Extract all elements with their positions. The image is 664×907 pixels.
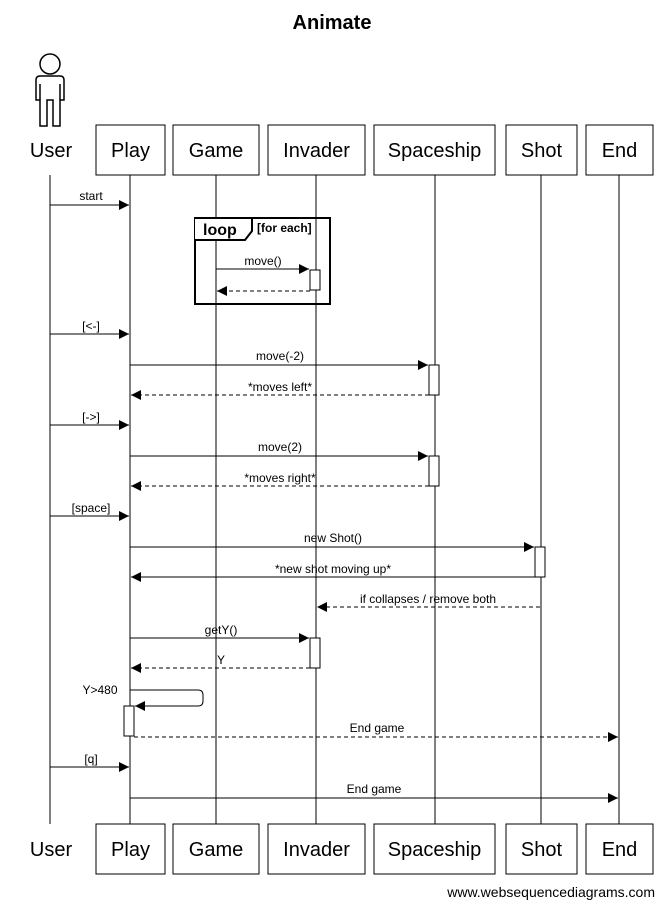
message-right-key: [->] bbox=[50, 410, 129, 430]
message-label: [q] bbox=[84, 752, 97, 766]
participant-end-bottom: End bbox=[585, 823, 654, 875]
participant-label: Shot bbox=[521, 839, 563, 861]
message-moves-right: *moves right* bbox=[131, 471, 429, 491]
activation-shot-1 bbox=[534, 546, 546, 578]
participant-label: Spaceship bbox=[388, 839, 481, 861]
participant-spaceship-top: Spaceship bbox=[373, 124, 496, 176]
credit-link[interactable]: www.websequencediagrams.com bbox=[446, 884, 655, 900]
message-label: [space] bbox=[72, 501, 111, 515]
activation-play-1 bbox=[123, 705, 135, 737]
message-end-game-2: End game bbox=[130, 782, 618, 803]
participant-invader-top: Invader bbox=[267, 124, 366, 176]
participant-label: Game bbox=[189, 839, 243, 861]
message-label: getY() bbox=[205, 623, 238, 637]
message-label: [->] bbox=[82, 410, 100, 424]
message-move-2: move(2) bbox=[130, 440, 428, 461]
participant-label: Invader bbox=[283, 140, 350, 162]
participant-shot-bottom: Shot bbox=[505, 823, 578, 875]
participant-shot-top: Shot bbox=[505, 124, 578, 176]
loop-keyword: loop bbox=[203, 222, 237, 239]
participant-play-top: Play bbox=[95, 124, 166, 176]
participants-top: User Play Game Invader Spaceship Shot En… bbox=[30, 124, 654, 176]
message-move-minus-2: move(-2) bbox=[130, 349, 428, 370]
message-y-return: Y bbox=[131, 653, 310, 673]
message-label: Y>480 bbox=[82, 683, 117, 697]
participant-label: Play bbox=[111, 839, 150, 861]
loop-condition: [for each] bbox=[257, 221, 312, 235]
message-left-key: [<-] bbox=[50, 319, 129, 339]
message-label: Y bbox=[217, 653, 225, 667]
participant-label: Play bbox=[111, 140, 150, 162]
user-actor-icon bbox=[35, 53, 65, 127]
message-label: move(2) bbox=[258, 440, 302, 454]
message-label: move() bbox=[244, 254, 281, 268]
message-moves-left: *moves left* bbox=[131, 380, 429, 400]
participant-label: Spaceship bbox=[388, 140, 481, 162]
message-label: start bbox=[79, 189, 103, 203]
loop-fragment: loop [for each] bbox=[194, 217, 331, 305]
participant-label: End bbox=[602, 140, 638, 162]
message-label: *new shot moving up* bbox=[275, 562, 391, 576]
participant-label: Game bbox=[189, 140, 243, 162]
participant-game-top: Game bbox=[172, 124, 260, 176]
message-label: if collapses / remove both bbox=[360, 592, 496, 606]
participant-spaceship-bottom: Spaceship bbox=[373, 823, 496, 875]
message-label: *moves right* bbox=[244, 471, 316, 485]
message-space-key: [space] bbox=[50, 501, 129, 521]
message-y-greater-480: Y>480 bbox=[82, 683, 204, 711]
message-label: move(-2) bbox=[256, 349, 304, 363]
message-label: End game bbox=[350, 721, 405, 735]
activation-invader-2 bbox=[309, 637, 321, 669]
message-end-game-1: End game bbox=[134, 721, 618, 742]
participant-game-bottom: Game bbox=[172, 823, 260, 875]
participant-label: Invader bbox=[283, 839, 350, 861]
message-start: start bbox=[50, 189, 129, 210]
message-move: move() bbox=[216, 254, 309, 274]
message-new-shot: new Shot() bbox=[130, 531, 534, 552]
message-label: [<-] bbox=[82, 319, 100, 333]
diagram-title: Animate bbox=[293, 12, 372, 34]
participant-play-bottom: Play bbox=[95, 823, 166, 875]
participant-end-top: End bbox=[585, 124, 654, 176]
activation-spaceship-2 bbox=[428, 455, 440, 487]
participant-user-top: User bbox=[30, 140, 73, 162]
participant-invader-bottom: Invader bbox=[267, 823, 366, 875]
activations bbox=[123, 269, 546, 737]
message-new-shot-moving-up: *new shot moving up* bbox=[131, 562, 535, 582]
activation-invader-1 bbox=[309, 269, 321, 291]
participants-bottom: User Play Game Invader Spaceship Shot En… bbox=[30, 823, 654, 875]
message-label: *moves left* bbox=[248, 380, 312, 394]
participant-label: Shot bbox=[521, 140, 563, 162]
message-gety: getY() bbox=[130, 623, 309, 643]
message-label: End game bbox=[347, 782, 402, 796]
messages: start move() [<-] move(-2) *moves left* … bbox=[50, 189, 618, 803]
message-q-key: [q] bbox=[50, 752, 129, 772]
message-label: new Shot() bbox=[304, 531, 362, 545]
message-if-collapses: if collapses / remove both bbox=[317, 592, 540, 612]
activation-spaceship-1 bbox=[428, 364, 440, 396]
lifelines bbox=[49, 175, 620, 824]
participant-user-bottom: User bbox=[30, 839, 73, 861]
participant-label: End bbox=[602, 839, 638, 861]
